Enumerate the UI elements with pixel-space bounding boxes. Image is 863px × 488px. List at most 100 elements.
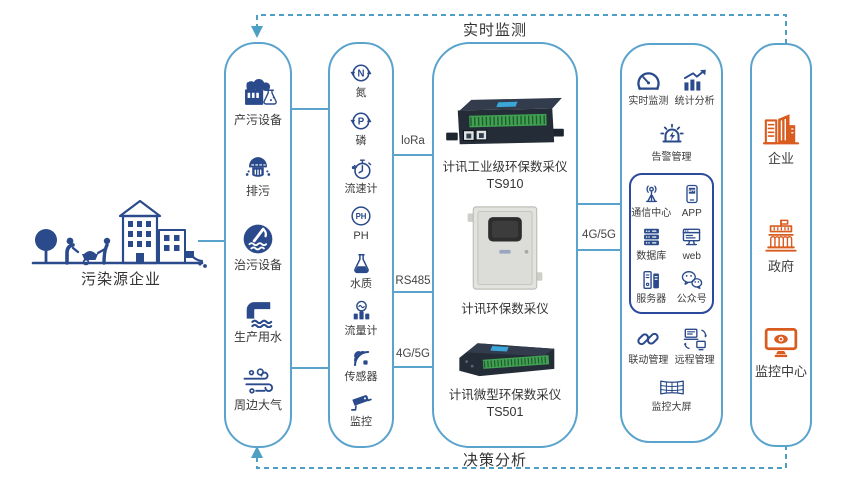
ph-meter-icon: PH xyxy=(351,206,371,226)
source-item-water: 生产用水 xyxy=(234,296,282,344)
source-equipment-column: 产污设备 排污 治污设备 xyxy=(224,42,292,448)
nitrogen-cycle-icon: N xyxy=(350,64,372,83)
sensor-item-water-quality: 水质 xyxy=(350,252,373,290)
svg-text:APP: APP xyxy=(688,189,696,193)
source-item-air: 周边大气 xyxy=(234,368,282,412)
comm-item-server: 服务器 xyxy=(636,269,666,305)
client-label: 政府 xyxy=(767,258,794,274)
flow-top-arrowhead xyxy=(251,26,263,38)
svg-text:P: P xyxy=(358,117,365,128)
flow-top-label: 实时监测 xyxy=(462,22,527,39)
web-monitor-icon xyxy=(682,228,701,246)
flow-bottom-dashed-arrow xyxy=(256,445,787,469)
clients-box: 企业 政府 监控中心 xyxy=(750,43,812,447)
comm-item-app: APP APP xyxy=(682,183,702,219)
sensor-item-nitrogen: N 氮 xyxy=(349,61,373,99)
phosphorus-cycle-icon: P xyxy=(350,112,372,130)
collector-name: 计讯工业级环保数采仪 xyxy=(442,160,568,174)
mini-collector-photo xyxy=(459,342,555,376)
comm-item-label: APP xyxy=(681,208,702,219)
comm-item-label: web xyxy=(682,251,701,262)
feature-statistics: 统计分析 xyxy=(675,69,715,107)
flow-bottom-label: 决策分析 xyxy=(462,452,527,469)
client-monitoring-center: 监控中心 xyxy=(755,325,807,379)
source-item-label: 治污设备 xyxy=(233,257,282,272)
server-icon xyxy=(643,270,659,290)
client-label: 监控中心 xyxy=(754,364,807,380)
comm-item-label: 公众号 xyxy=(676,294,707,305)
stats-chart-icon xyxy=(684,69,706,91)
sensor-item-label: 磷 xyxy=(355,135,367,148)
sensor-column: N 氮 P 磷 流速计 xyxy=(328,42,394,448)
collector-model: TS501 xyxy=(486,404,524,419)
source-item-label: 周边大气 xyxy=(233,397,282,412)
feature-big-screen: 监控大屏 xyxy=(652,377,692,413)
feature-linkage: 联动管理 xyxy=(628,327,668,366)
monitoring-center-icon xyxy=(764,328,798,358)
sensor-item-label: 传感器 xyxy=(344,370,378,383)
feature-label: 远程管理 xyxy=(674,355,715,366)
source-item-label: 排污 xyxy=(245,183,270,198)
collectors-box: 计讯工业级环保数采仪 TS910 计讯环保数采仪 xyxy=(432,42,578,448)
sensor-item-label: PH xyxy=(353,230,369,243)
svg-text:N: N xyxy=(358,69,365,80)
comm-center-box: 通信中心 APP APP xyxy=(629,173,714,314)
sensor-item-label: 流量计 xyxy=(344,325,378,338)
enterprise-building-icon xyxy=(762,114,800,145)
flow-meter-icon xyxy=(353,301,369,320)
mobile-app-icon: APP xyxy=(686,184,698,204)
feature-label: 统计分析 xyxy=(674,96,715,107)
production-water-icon xyxy=(246,302,273,328)
comm-item-label: 数据库 xyxy=(636,251,667,262)
collector-cabinet: 计讯环保数采仪 xyxy=(461,205,549,318)
backhaul-cellular-label: 4G/5G xyxy=(582,229,616,241)
flow-bottom-arrowhead xyxy=(251,446,263,458)
antenna-icon xyxy=(645,185,657,203)
platform-box: 实时监测 统计分析 告警管理 xyxy=(620,43,723,443)
collector-name: 计讯微型环保数采仪 xyxy=(448,387,562,402)
client-government: 政府 xyxy=(762,218,800,274)
uplink-lora-label: loRa xyxy=(401,135,425,147)
gauge-icon xyxy=(637,72,660,90)
water-quality-flask-icon xyxy=(353,253,369,273)
feature-remote: 远程管理 xyxy=(675,327,715,366)
source-item-treatment: 治污设备 xyxy=(234,222,282,272)
sensor-item-label: 流速计 xyxy=(344,182,378,195)
government-building-icon xyxy=(765,219,797,252)
industrial-collector-photo xyxy=(446,97,564,145)
village-factory-illustration xyxy=(31,199,207,268)
feature-label: 联动管理 xyxy=(628,355,669,366)
ambient-air-icon xyxy=(243,368,273,394)
comm-item-web: web xyxy=(681,226,702,262)
collector-name: 计讯环保数采仪 xyxy=(461,301,549,316)
source-item-label: 产污设备 xyxy=(233,112,282,127)
platform-top-row: 实时监测 统计分析 xyxy=(622,69,721,107)
database-icon xyxy=(643,228,659,246)
platform-bottom-row: 联动管理 远程管理 xyxy=(622,327,721,366)
sensor-item-ph: PH PH xyxy=(349,204,373,242)
sensor-item-flow-meter: 流量计 xyxy=(345,299,378,337)
comm-item-wechat: 公众号 xyxy=(677,269,707,305)
sensor-item-sensor: 传感器 xyxy=(345,347,378,383)
sensor-item-label: 监控 xyxy=(350,416,372,429)
feature-label: 监控大屏 xyxy=(651,402,692,413)
svg-text:PH: PH xyxy=(356,212,367,221)
client-label: 企业 xyxy=(767,151,794,167)
collector-mini: 计讯微型环保数采仪 TS501 xyxy=(448,336,562,421)
sensor-item-phosphorus: P 磷 xyxy=(349,109,373,147)
sensor-item-camera: 监控 xyxy=(349,392,373,428)
sensor-item-label: 氮 xyxy=(355,87,367,100)
sensor-item-label: 水质 xyxy=(350,277,372,290)
collector-model: TS910 xyxy=(486,176,524,191)
client-enterprise: 企业 xyxy=(762,110,800,166)
uplink-rs485-label: RS485 xyxy=(395,275,431,287)
sensor-waves-icon xyxy=(354,350,370,367)
comm-item-label: 通信中心 xyxy=(631,208,672,219)
wechat-account-icon xyxy=(682,271,703,290)
source-item-discharge: 排污 xyxy=(242,151,274,198)
feature-alarm-management: 告警管理 xyxy=(652,122,692,163)
feature-label: 告警管理 xyxy=(651,152,692,163)
cctv-camera-icon xyxy=(351,395,372,412)
